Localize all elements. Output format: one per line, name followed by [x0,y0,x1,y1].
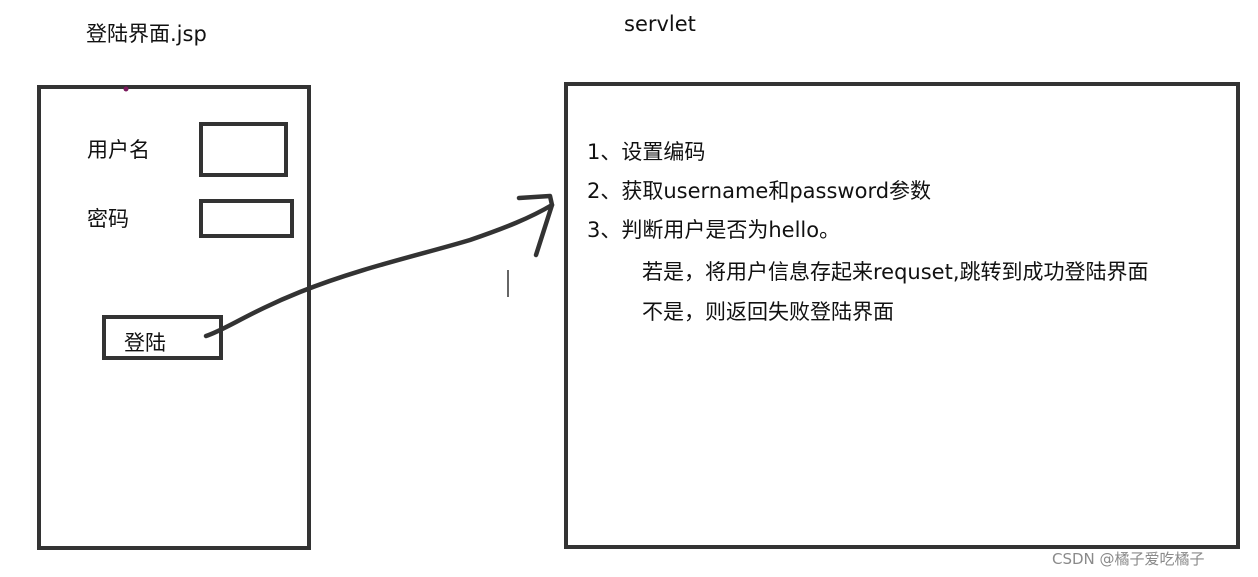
jsp-panel [37,85,311,550]
login-button-label: 登陆 [124,331,166,355]
arrow-head [516,193,555,258]
arrow-shaft [203,202,555,339]
login-button[interactable] [102,315,223,360]
username-label: 用户名 [87,138,150,162]
servlet-step-2: 2、获取username和password参数 [587,179,932,203]
servlet-step-3: 3、判断用户是否为hello。 [587,218,841,242]
servlet-panel [564,82,1240,549]
password-label: 密码 [87,207,129,231]
servlet-step-1: 1、设置编码 [587,140,706,164]
ink-dot [123,86,129,92]
servlet-step-3-yes: 若是，将用户信息存起来requset,跳转到成功登陆界面 [642,260,1149,284]
username-input[interactable] [199,122,288,177]
csdn-watermark: CSDN @橘子爱吃橘子 [1052,550,1205,568]
jsp-title: 登陆界面.jsp [86,22,207,46]
servlet-step-3-no: 不是，则返回失败登陆界面 [642,300,894,324]
password-input[interactable] [199,199,294,238]
servlet-title: servlet [624,12,696,36]
